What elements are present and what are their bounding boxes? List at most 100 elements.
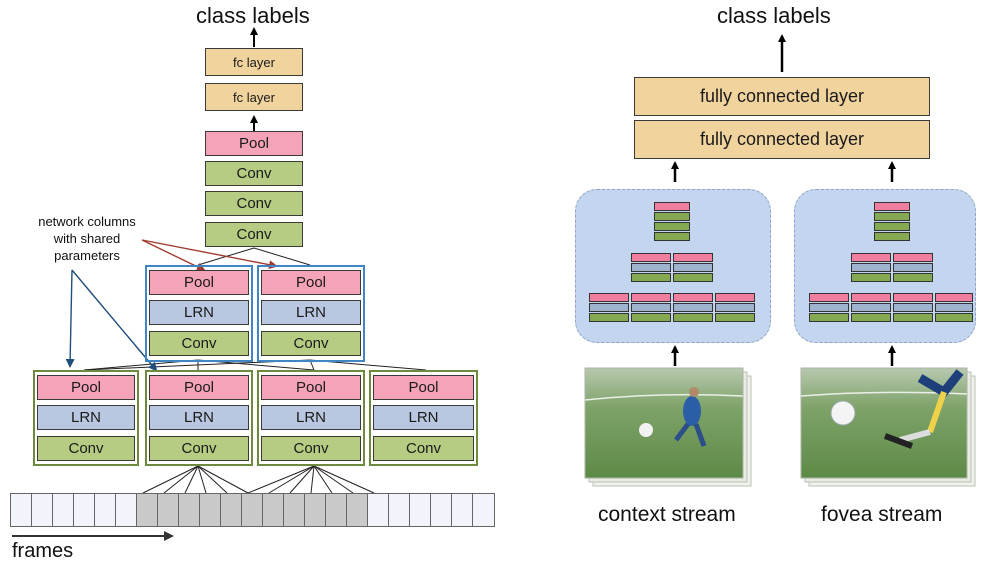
frame-cell-active xyxy=(199,493,221,527)
mini-lrn-block xyxy=(589,303,629,312)
frame-cell xyxy=(10,493,32,527)
note-line: parameters xyxy=(54,248,120,263)
network-column-box xyxy=(145,370,253,466)
lrn-block: LRN xyxy=(373,405,474,430)
frame-cell xyxy=(52,493,74,527)
conv-block: Conv xyxy=(149,436,249,461)
frame-cell xyxy=(115,493,137,527)
frame-cell xyxy=(367,493,389,527)
mini-conv-block xyxy=(631,313,671,322)
frame-cell-active xyxy=(136,493,158,527)
context-frames-image xyxy=(584,367,752,487)
mini-lrn-block xyxy=(673,263,713,272)
mini-conv-block xyxy=(935,313,973,322)
mini-lrn-block xyxy=(631,263,671,272)
mini-pool-block xyxy=(673,253,713,262)
pool-block: Pool xyxy=(205,131,303,156)
mini-conv-block xyxy=(715,313,755,322)
conv-block: Conv xyxy=(149,331,249,356)
conv-block: Conv xyxy=(37,436,135,461)
conv-block: Conv xyxy=(261,331,361,356)
mini-pool-block xyxy=(589,293,629,302)
frame-cell-active xyxy=(220,493,242,527)
mini-lrn-block xyxy=(631,303,671,312)
pool-block: Pool xyxy=(37,375,135,400)
mini-lrn-block xyxy=(893,303,933,312)
frame-cell xyxy=(451,493,473,527)
mini-conv-block xyxy=(851,273,891,282)
shared-column-box xyxy=(257,265,365,362)
mini-pool-block xyxy=(851,253,891,262)
mini-conv-block xyxy=(851,313,891,322)
mini-conv-block xyxy=(874,232,910,241)
frame-cell-active xyxy=(325,493,347,527)
frame-cell-active xyxy=(346,493,368,527)
mini-lrn-block xyxy=(893,263,933,272)
left-class-labels: class labels xyxy=(196,3,310,28)
shared-parameters-note: network columns with shared parameters xyxy=(22,213,152,264)
fc-layer-block: fc layer xyxy=(205,48,303,76)
conv-block: Conv xyxy=(205,222,303,247)
fully-connected-block: fully connected layer xyxy=(634,77,930,116)
mini-lrn-block xyxy=(673,303,713,312)
lrn-block: LRN xyxy=(261,300,361,325)
lrn-block: LRN xyxy=(149,300,249,325)
pool-block: Pool xyxy=(149,270,249,295)
frame-cell-active xyxy=(157,493,179,527)
fully-connected-block: fully connected layer xyxy=(634,120,930,159)
shared-column-box xyxy=(145,265,253,362)
mini-conv-block xyxy=(809,313,849,322)
mini-lrn-block xyxy=(935,303,973,312)
fovea-frames-image xyxy=(800,367,976,487)
mini-pool-block xyxy=(631,293,671,302)
mini-pool-block xyxy=(893,293,933,302)
right-class-labels: class labels xyxy=(717,3,831,28)
pool-block: Pool xyxy=(261,375,361,400)
network-column-box xyxy=(369,370,478,466)
mini-conv-block xyxy=(654,222,690,231)
frame-cell-active xyxy=(241,493,263,527)
lrn-block: LRN xyxy=(261,405,361,430)
network-column-box xyxy=(33,370,139,466)
mini-pool-block xyxy=(874,202,910,211)
network-column-box xyxy=(257,370,365,466)
mini-lrn-block xyxy=(809,303,849,312)
mini-conv-block xyxy=(673,273,713,282)
pool-block: Pool xyxy=(261,270,361,295)
lrn-block: LRN xyxy=(149,405,249,430)
conv-block: Conv xyxy=(373,436,474,461)
fc-layer-block: fc layer xyxy=(205,83,303,111)
mini-conv-block xyxy=(874,222,910,231)
mini-conv-block xyxy=(589,313,629,322)
fovea-stream-caption: fovea stream xyxy=(821,503,943,526)
mini-conv-block xyxy=(654,232,690,241)
mini-pool-block xyxy=(654,202,690,211)
mini-pool-block xyxy=(851,293,891,302)
mini-conv-block xyxy=(654,212,690,221)
note-line: network columns xyxy=(38,214,136,229)
lrn-block: LRN xyxy=(37,405,135,430)
frames-label: frames xyxy=(12,540,74,562)
frame-cell-active xyxy=(178,493,200,527)
frame-cell xyxy=(73,493,95,527)
frame-cell-active xyxy=(304,493,326,527)
frame-cell xyxy=(472,493,495,527)
mini-conv-block xyxy=(893,273,933,282)
frame-cell xyxy=(430,493,452,527)
mini-pool-block xyxy=(809,293,849,302)
mini-conv-block xyxy=(893,313,933,322)
conv-block: Conv xyxy=(205,161,303,186)
mini-lrn-block xyxy=(715,303,755,312)
conv-block: Conv xyxy=(205,191,303,216)
mini-pool-block xyxy=(673,293,713,302)
mini-lrn-block xyxy=(851,303,891,312)
mini-pool-block xyxy=(893,253,933,262)
mini-conv-block xyxy=(673,313,713,322)
conv-block: Conv xyxy=(261,436,361,461)
frame-cell-active xyxy=(262,493,284,527)
frame-cell xyxy=(409,493,431,527)
mini-pool-block xyxy=(935,293,973,302)
pool-block: Pool xyxy=(373,375,474,400)
